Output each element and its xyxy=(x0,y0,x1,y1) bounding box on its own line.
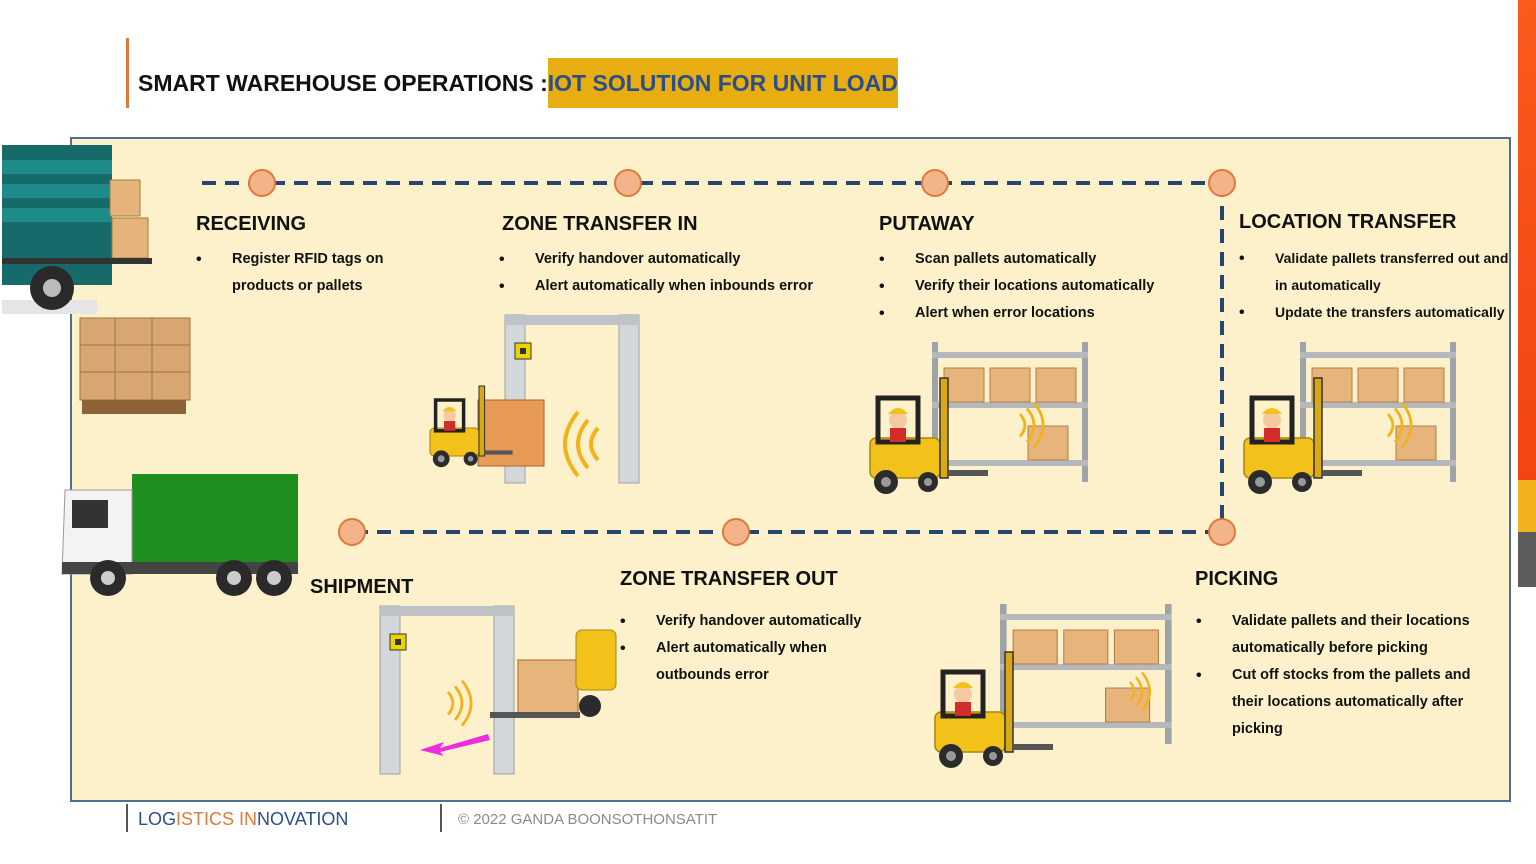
stripe-gray xyxy=(1518,532,1536,587)
flow-node xyxy=(722,518,750,546)
brand-part: LOG xyxy=(138,809,177,829)
footer-copyright: © 2022 GANDA BOONSOTHONSATIT xyxy=(458,811,718,828)
arrow-icon xyxy=(420,734,490,756)
warehouse-rack-icon xyxy=(1299,341,1457,483)
warehouse-rack-icon xyxy=(931,341,1089,483)
footer-divider xyxy=(440,804,442,832)
stage-title-location-transfer: LOCATION TRANSFER xyxy=(1239,211,1457,233)
list-item: Verify their locations automatically xyxy=(879,273,1199,300)
rfid-signal-icon xyxy=(446,679,473,727)
brand-part-accent-2: IN xyxy=(239,809,258,829)
delivery-truck-icon xyxy=(2,145,152,314)
stripe-orange xyxy=(1518,0,1536,480)
list-item: Scan pallets automatically xyxy=(879,246,1199,273)
shipping-truck-icon xyxy=(61,474,298,596)
stage-title-shipment: SHIPMENT xyxy=(310,576,414,598)
flow-node xyxy=(338,518,366,546)
side-color-stripe xyxy=(1518,0,1536,864)
list-item: Update the transfers automatically xyxy=(1239,299,1515,326)
stage-title-zone-transfer-out: ZONE TRANSFER OUT xyxy=(620,568,838,590)
list-item: Alert automatically when outbounds error xyxy=(620,635,890,689)
zone-out-bullets: Verify handover automatically Alert auto… xyxy=(620,608,890,689)
brand-part-accent: ISTICS xyxy=(176,809,240,829)
pallet-boxes-icon xyxy=(79,317,191,414)
flow-nodes xyxy=(248,169,1236,546)
title-highlight: IOT SOLUTION FOR UNIT LOAD xyxy=(547,58,898,108)
title-prefix: SMART WAREHOUSE OPERATIONS : xyxy=(138,70,548,96)
flow-lines xyxy=(202,181,1224,534)
picking-bullets: Validate pallets and their locations aut… xyxy=(1196,608,1486,743)
stage-title-receiving: RECEIVING xyxy=(196,213,307,235)
stripe-yellow xyxy=(1518,480,1536,532)
footer-brand: LOGISTICS INNOVATION xyxy=(138,809,348,830)
list-item: Cut off stocks from the pallets and thei… xyxy=(1196,662,1486,743)
flow-node xyxy=(1208,518,1236,546)
flow-node xyxy=(921,169,949,197)
list-item: Alert automatically when inbounds error xyxy=(499,273,859,300)
title-accent-bar xyxy=(126,38,129,108)
list-item: Alert when error locations xyxy=(879,300,1199,327)
list-item: Validate pallets transferred out and in … xyxy=(1239,245,1515,299)
footer-divider xyxy=(126,804,128,832)
rfid-signal-icon xyxy=(563,410,600,478)
receiving-bullets: Register RFID tags on products or pallet… xyxy=(196,246,406,300)
list-item: Validate pallets and their locations aut… xyxy=(1196,608,1486,662)
flow-node xyxy=(614,169,642,197)
flow-node xyxy=(1208,169,1236,197)
stage-title-zone-transfer-in: ZONE TRANSFER IN xyxy=(502,213,698,235)
list-item: Verify handover automatically xyxy=(499,246,859,273)
brand-part-2: NOVATION xyxy=(257,809,349,829)
forklift-icon xyxy=(490,629,617,718)
list-item: Register RFID tags on products or pallet… xyxy=(196,246,406,300)
forklift-icon xyxy=(428,384,545,469)
stage-title-picking: PICKING xyxy=(1195,568,1279,590)
location-transfer-bullets: Validate pallets transferred out and in … xyxy=(1239,245,1515,326)
stage-title-putaway: PUTAWAY xyxy=(879,213,975,235)
warehouse-rack-icon xyxy=(999,603,1173,745)
flow-node xyxy=(248,169,276,197)
list-item: Verify handover automatically xyxy=(620,608,890,635)
page-title: SMART WAREHOUSE OPERATIONS : IOT SOLUTIO… xyxy=(138,58,898,108)
zone-in-bullets: Verify handover automatically Alert auto… xyxy=(499,246,859,300)
putaway-bullets: Scan pallets automatically Verify their … xyxy=(879,246,1199,327)
